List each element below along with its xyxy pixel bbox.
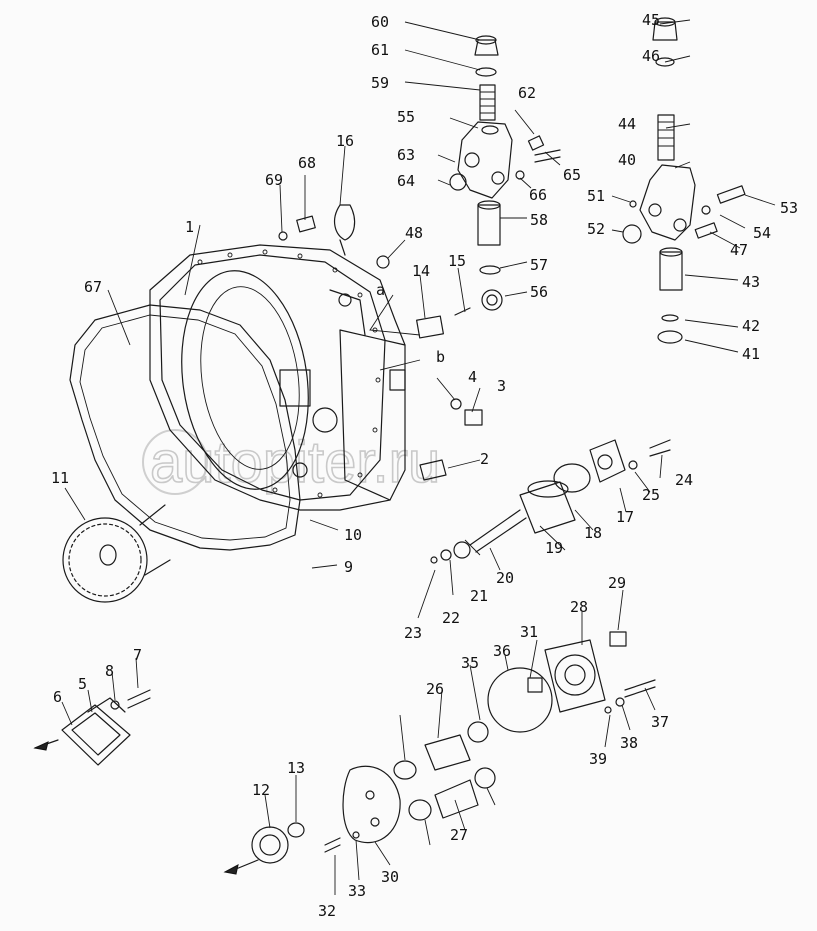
callout-labels: 6061595562636466655857564546444051525354… xyxy=(51,11,798,920)
callout-label: 11 xyxy=(51,469,69,487)
callout-label: 7 xyxy=(133,646,142,664)
callout-label: 61 xyxy=(371,41,389,59)
gasket xyxy=(69,304,301,551)
callout-label: b xyxy=(436,348,445,366)
callout-label: 28 xyxy=(570,598,588,616)
callout-label: 20 xyxy=(496,569,514,587)
callout-label: 55 xyxy=(397,108,415,126)
callout-label: 15 xyxy=(448,252,466,270)
callout-label: 29 xyxy=(608,574,626,592)
callout-label: 24 xyxy=(675,471,693,489)
callout-label: 46 xyxy=(642,47,660,65)
callout-label: 16 xyxy=(336,132,354,150)
callout-label: 37 xyxy=(651,713,669,731)
callout-label: 17 xyxy=(616,508,634,526)
direction-arrows xyxy=(33,741,259,875)
callout-label: 13 xyxy=(287,759,305,777)
callout-label: 32 xyxy=(318,902,336,920)
callout-label: 27 xyxy=(450,826,468,844)
callout-label: 1 xyxy=(185,218,194,236)
callout-label: 12 xyxy=(252,781,270,799)
callout-label: 30 xyxy=(381,868,399,886)
callout-label: 58 xyxy=(530,211,548,229)
pump-assembly-middle xyxy=(419,398,671,564)
callout-label: 57 xyxy=(530,256,548,274)
flywheel-housing xyxy=(149,244,406,511)
callout-label: 53 xyxy=(780,199,798,217)
callout-label: 44 xyxy=(618,115,636,133)
callout-label: 8 xyxy=(105,662,114,680)
watermark-text: autopiter.ru xyxy=(150,430,440,495)
callout-label: 66 xyxy=(529,186,547,204)
callout-label: 4 xyxy=(468,368,477,386)
callout-label: 33 xyxy=(348,882,366,900)
callout-label: 60 xyxy=(371,13,389,31)
callout-label: 64 xyxy=(397,172,415,190)
callout-label: 39 xyxy=(589,750,607,768)
callout-label: 23 xyxy=(404,624,422,642)
callout-label: 43 xyxy=(742,273,760,291)
callout-label: 59 xyxy=(371,74,389,92)
callout-label: 51 xyxy=(587,187,605,205)
callout-label: 36 xyxy=(493,642,511,660)
callout-label: 52 xyxy=(587,220,605,238)
valve-assembly-right xyxy=(622,17,746,344)
callout-label: 18 xyxy=(584,524,602,542)
callout-label: 35 xyxy=(461,654,479,672)
callout-label: 2 xyxy=(480,450,489,468)
callout-label: 3 xyxy=(497,377,506,395)
callout-label: 40 xyxy=(618,151,636,169)
callout-label: 63 xyxy=(397,146,415,164)
callout-label: 45 xyxy=(642,11,660,29)
callout-label: 69 xyxy=(265,171,283,189)
callout-label: 47 xyxy=(730,241,748,259)
callout-label: 22 xyxy=(442,609,460,627)
callout-label: 25 xyxy=(642,486,660,504)
valve-assembly-upper xyxy=(449,35,561,275)
callout-label: 9 xyxy=(344,558,353,576)
callout-label: 5 xyxy=(78,675,87,693)
small-parts-left xyxy=(278,204,503,339)
callout-label: 68 xyxy=(298,154,316,172)
callout-label: 41 xyxy=(742,345,760,363)
watermark: autopiter.ru xyxy=(142,429,441,496)
callout-label: 42 xyxy=(742,317,760,335)
callout-label: 38 xyxy=(620,734,638,752)
callout-label: 62 xyxy=(518,84,536,102)
callout-label: 67 xyxy=(84,278,102,296)
callout-label: 6 xyxy=(53,688,62,706)
callout-label: 10 xyxy=(344,526,362,544)
leader-lines xyxy=(61,19,776,895)
callout-label: 31 xyxy=(520,623,538,641)
callout-label: 14 xyxy=(412,262,430,280)
callout-label: 19 xyxy=(545,539,563,557)
gear xyxy=(62,504,171,603)
callout-label: 21 xyxy=(470,587,488,605)
callout-label: 65 xyxy=(563,166,581,184)
callout-label: 48 xyxy=(405,224,423,242)
callout-label: 56 xyxy=(530,283,548,301)
callout-label: a xyxy=(376,281,385,299)
pump-assembly-lower xyxy=(251,631,656,864)
callout-label: 26 xyxy=(426,680,444,698)
callout-label: 54 xyxy=(753,224,771,242)
